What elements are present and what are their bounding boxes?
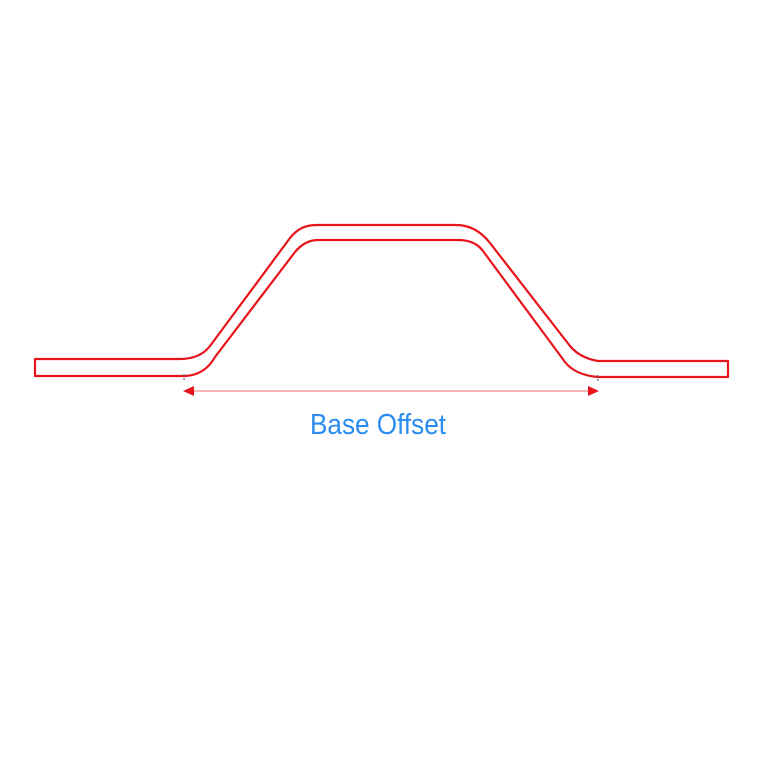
base-offset-label: Base Offset — [310, 409, 446, 441]
hat-profile-outline — [33, 223, 730, 379]
right-arrowhead-icon — [588, 386, 599, 396]
left-arrowhead-icon — [183, 386, 194, 396]
